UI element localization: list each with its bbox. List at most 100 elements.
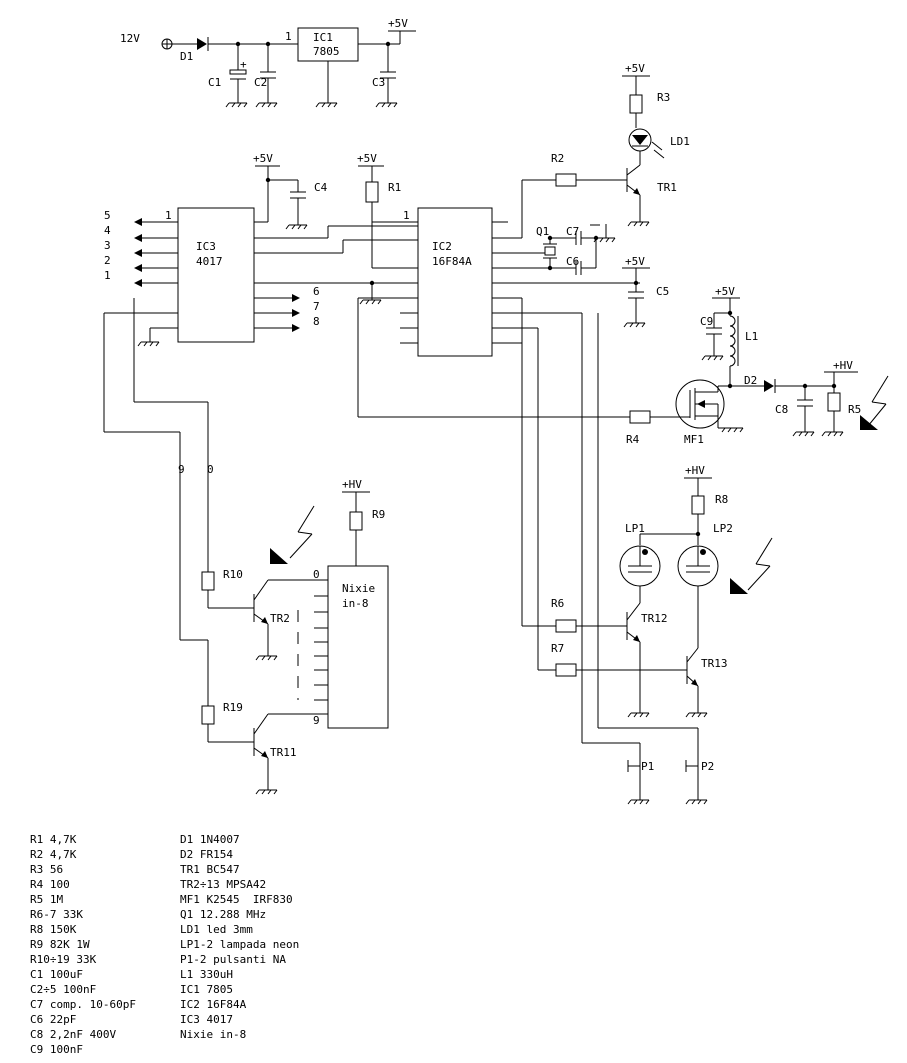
- label-out5: 5: [104, 209, 111, 222]
- label-nixie1: Nixie: [342, 582, 375, 595]
- label-p5v-r3: +5V: [625, 62, 645, 75]
- label-p5v-c4: +5V: [253, 152, 273, 165]
- label-ic1-pin: 1: [285, 30, 292, 43]
- label-tr12: TR12: [641, 612, 668, 625]
- label-ic3-part: 4017: [196, 255, 223, 268]
- ic3-counter: [134, 165, 418, 347]
- label-r9: R9: [372, 508, 385, 521]
- label-ic2-pin1: 1: [403, 209, 410, 222]
- label-pin0: 0: [313, 568, 320, 581]
- label-d1: D1: [180, 50, 193, 63]
- label-c5: C5: [656, 285, 669, 298]
- label-out8: 8: [313, 315, 320, 328]
- label-c4: C4: [314, 181, 328, 194]
- bom-item: R2 4,7K: [30, 848, 77, 861]
- label-l1: L1: [745, 330, 758, 343]
- bom-item: R3 56: [30, 863, 64, 876]
- label-r6: R6: [551, 597, 564, 610]
- bom-item: C9 100nF: [30, 1043, 83, 1056]
- bom-item: D1 1N4007: [180, 833, 240, 846]
- label-ld1: LD1: [670, 135, 690, 148]
- label-c9: C9: [700, 315, 713, 328]
- label-p5v-c5: +5V: [625, 255, 645, 268]
- oscillator: [543, 224, 616, 275]
- label-out6: 6: [313, 285, 320, 298]
- hv-boost: [629, 297, 889, 437]
- bom-item: C8 2,2nF 400V: [30, 1028, 117, 1041]
- label-p5v-l1: +5V: [715, 285, 735, 298]
- label-d2: D2: [744, 374, 757, 387]
- bom-semiconductors: D1 1N4007 D2 FR154 TR1 BC547 TR2÷13 MPSA…: [180, 832, 299, 1042]
- label-q1: Q1: [536, 225, 549, 238]
- bom-item: LP1-2 lampada neon: [180, 938, 300, 951]
- power-supply: [161, 27, 416, 108]
- bom-item: LD1 led 3mm: [180, 923, 253, 936]
- label-out4: 4: [104, 224, 111, 237]
- bom-item: R9 82K 1W: [30, 938, 90, 951]
- label-ic2: IC2: [432, 240, 452, 253]
- label-r5: R5: [848, 403, 861, 416]
- label-net0: 0: [207, 463, 214, 476]
- bom-item: R10÷19 33K: [30, 953, 97, 966]
- bom-item: R4 100: [30, 878, 70, 891]
- bom-item: Q1 12.288 MHz: [180, 908, 267, 921]
- bom-resistors-capacitors: R1 4,7K R2 4,7K R3 56 R4 100 R5 1M R6-7 …: [30, 832, 136, 1057]
- lamp-drivers: [521, 298, 708, 718]
- bom-item: C1 100uF: [30, 968, 83, 981]
- label-mf1: MF1: [684, 433, 704, 446]
- label-out2: 2: [104, 254, 111, 267]
- label-net9: 9: [178, 463, 185, 476]
- label-r19: R19: [223, 701, 243, 714]
- label-c6: C6: [566, 255, 579, 268]
- bom-item: IC3 4017: [180, 1013, 233, 1026]
- label-ic1-part: 7805: [313, 45, 340, 58]
- labels: 12V D1 C1 + C2 1 IC1 7805 +5V C3 +5V C4 …: [104, 17, 861, 773]
- label-ic3-pin1: 1: [165, 209, 172, 222]
- label-r4: R4: [626, 433, 640, 446]
- bom-item: L1 330uH: [180, 968, 233, 981]
- bom-item: R6-7 33K: [30, 908, 83, 921]
- label-nixie2: in-8: [342, 597, 369, 610]
- bom-item: D2 FR154: [180, 848, 233, 861]
- ic2-microcontroller: [357, 165, 640, 418]
- label-pin9: 9: [313, 714, 320, 727]
- label-tr1: TR1: [657, 181, 677, 194]
- label-ic2-part: 16F84A: [432, 255, 472, 268]
- label-r2: R2: [551, 152, 564, 165]
- label-p1: P1: [641, 760, 654, 773]
- label-out7: 7: [313, 300, 320, 313]
- bom-item: TR1 BC547: [180, 863, 240, 876]
- label-p5v-r1: +5V: [357, 152, 377, 165]
- bom-item: TR2÷13 MPSA42: [180, 878, 267, 891]
- label-tr2: TR2: [270, 612, 290, 625]
- label-c7: C7: [566, 225, 579, 238]
- bom-item: C2÷5 100nF: [30, 983, 97, 996]
- label-c2: C2: [254, 76, 267, 89]
- label-r8: R8: [715, 493, 728, 506]
- nixie-section: [103, 298, 389, 795]
- label-lp1: LP1: [625, 522, 645, 535]
- bom-item: P1-2 pulsanti NA: [180, 953, 286, 966]
- label-ic1: IC1: [313, 31, 333, 44]
- bom-item: IC1 7805: [180, 983, 233, 996]
- bom-item: C7 comp. 10-60pF: [30, 998, 136, 1011]
- bom-item: R1 4,7K: [30, 833, 77, 846]
- bom-item: MF1 K2545 IRF830: [180, 893, 293, 906]
- label-12v: 12V: [120, 32, 140, 45]
- label-hv2: +HV: [685, 464, 705, 477]
- c5-decoupling: [622, 267, 650, 328]
- bom-item: C6 22pF: [30, 1013, 77, 1026]
- tr1-led-driver: [622, 75, 665, 227]
- label-hv1: +HV: [833, 359, 853, 372]
- label-r1: R1: [388, 181, 401, 194]
- label-hv3: +HV: [342, 478, 362, 491]
- label-out1: 1: [104, 269, 111, 282]
- label-c1: C1: [208, 76, 221, 89]
- label-c3: C3: [372, 76, 385, 89]
- neon-lamps: [619, 477, 773, 648]
- label-r10: R10: [223, 568, 243, 581]
- label-p5v-reg: +5V: [388, 17, 408, 30]
- bom-item: IC2 16F84A: [180, 998, 247, 1011]
- label-r3: R3: [657, 91, 670, 104]
